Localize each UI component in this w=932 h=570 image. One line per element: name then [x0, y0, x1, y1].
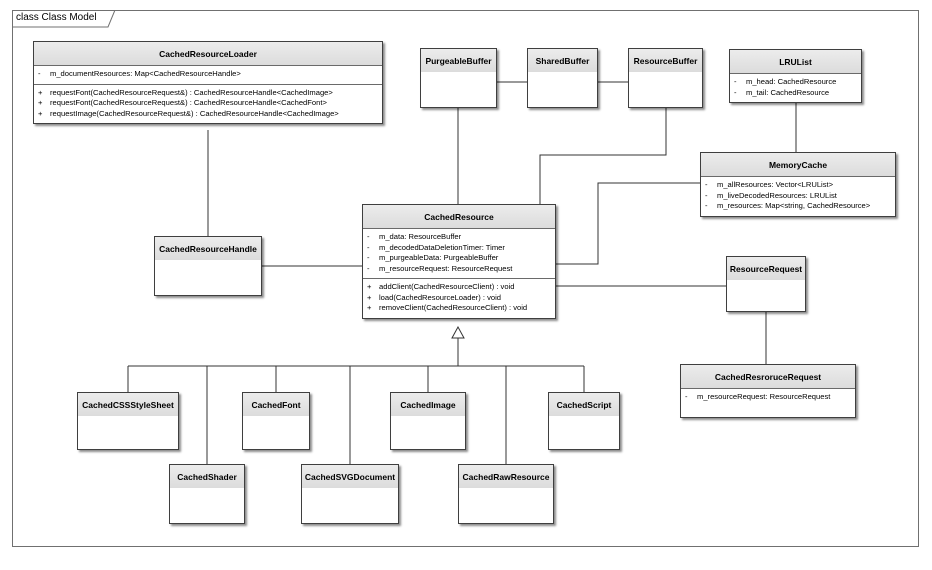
operation-row: +load(CachedResourceLoader) : void: [367, 292, 501, 302]
class-cached-font[interactable]: CachedFont: [242, 392, 310, 450]
class-cached-svg-document[interactable]: CachedSVGDocument: [301, 464, 399, 524]
frame-title: class Class Model: [16, 12, 97, 23]
class-name: ResourceBuffer: [629, 49, 702, 72]
class-cached-resource[interactable]: CachedResource -m_data: ResourceBuffer -…: [362, 204, 556, 319]
class-memory-cache[interactable]: MemoryCache -m_allResources: Vector<LRUL…: [700, 152, 896, 217]
frame-tab-outline: [12, 10, 116, 28]
class-name: CachedResourceLoader: [34, 42, 382, 66]
attribute-row: -m_tail: CachedResource: [734, 87, 830, 97]
class-name: PurgeableBuffer: [421, 49, 496, 72]
attribute-row: -m_documentResources: Map<CachedResource…: [38, 69, 241, 78]
class-cached-resource-loader[interactable]: CachedResourceLoader -m_documentResource…: [33, 41, 383, 124]
operation-row: +requestImage(CachedResourceRequest&) : …: [38, 108, 339, 118]
class-cached-script[interactable]: CachedScript: [548, 392, 620, 450]
generalization-arrowhead: [451, 325, 465, 339]
class-purgeable-buffer[interactable]: PurgeableBuffer: [420, 48, 497, 108]
class-name: MemoryCache: [701, 153, 895, 177]
operations-section: +addClient(CachedResourceClient) : void …: [363, 279, 555, 318]
operations-section: +requestFont(CachedResourceRequest&) : C…: [34, 85, 382, 124]
attributes-section: -m_allResources: Vector<LRUList> -m_live…: [701, 177, 895, 216]
attributes-section: -m_data: ResourceBuffer -m_decodedDataDe…: [363, 229, 555, 279]
attributes-section: -m_documentResources: Map<CachedResource…: [34, 66, 382, 85]
class-resource-request[interactable]: ResourceRequest: [726, 256, 806, 312]
operation-row: +requestFont(CachedResourceRequest&) : C…: [38, 87, 333, 97]
attribute-row: -m_resources: Map<string, CachedResource…: [705, 201, 871, 210]
class-resource-buffer[interactable]: ResourceBuffer: [628, 48, 703, 108]
class-name: CachedResourceHandle: [155, 237, 261, 260]
class-name: CachedImage: [391, 393, 465, 416]
attributes-section: -m_head: CachedResource -m_tail: CachedR…: [730, 74, 861, 102]
attribute-row: -m_decodedDataDeletionTimer: Timer: [367, 242, 505, 252]
operation-row: +requestFont(CachedResourceRequest&) : C…: [38, 98, 327, 107]
operation-row: +addClient(CachedResourceClient) : void: [367, 282, 515, 291]
class-name: CachedRawResource: [459, 465, 553, 488]
attribute-row: -m_resourceRequest: ResourceRequest: [685, 392, 831, 401]
class-name: CachedFont: [243, 393, 309, 416]
attribute-row: -m_allResources: Vector<LRUList>: [705, 180, 834, 189]
class-cached-css-style-sheet[interactable]: CachedCSSStyleSheet: [77, 392, 179, 450]
class-name: SharedBuffer: [528, 49, 597, 72]
link-memcache-resource: [556, 182, 700, 265]
class-cached-shader[interactable]: CachedShader: [169, 464, 245, 524]
class-shared-buffer[interactable]: SharedBuffer: [527, 48, 598, 108]
attribute-row: -m_resourceRequest: ResourceRequest: [367, 263, 513, 273]
class-name: CachedCSSStyleSheet: [78, 393, 178, 416]
attribute-row: -m_purgeableData: PurgeableBuffer: [367, 253, 499, 262]
attribute-row: -m_head: CachedResource: [734, 77, 837, 86]
class-name: CachedShader: [170, 465, 244, 488]
class-name: CachedScript: [549, 393, 619, 416]
class-cached-resource-handle[interactable]: CachedResourceHandle: [154, 236, 262, 296]
operation-row: +removeClient(CachedResourceClient) : vo…: [367, 303, 528, 312]
attributes-section: -m_resourceRequest: ResourceRequest: [681, 389, 855, 407]
attribute-row: -m_liveDecodedResources: LRUList: [705, 190, 837, 200]
class-name: LRUList: [730, 50, 861, 74]
class-lru-list[interactable]: LRUList -m_head: CachedResource -m_tail:…: [729, 49, 862, 103]
class-name: CachedSVGDocument: [302, 465, 398, 488]
attribute-row: -m_data: ResourceBuffer: [367, 232, 462, 241]
class-cached-raw-resource[interactable]: CachedRawResource: [458, 464, 554, 524]
class-cached-resroruce-request[interactable]: CachedResroruceRequest -m_resourceReques…: [680, 364, 856, 418]
class-name: CachedResroruceRequest: [681, 365, 855, 389]
link-resbuffer-resource: [539, 108, 667, 204]
class-name: ResourceRequest: [727, 257, 805, 280]
class-name: CachedResource: [363, 205, 555, 229]
class-cached-image[interactable]: CachedImage: [390, 392, 466, 450]
